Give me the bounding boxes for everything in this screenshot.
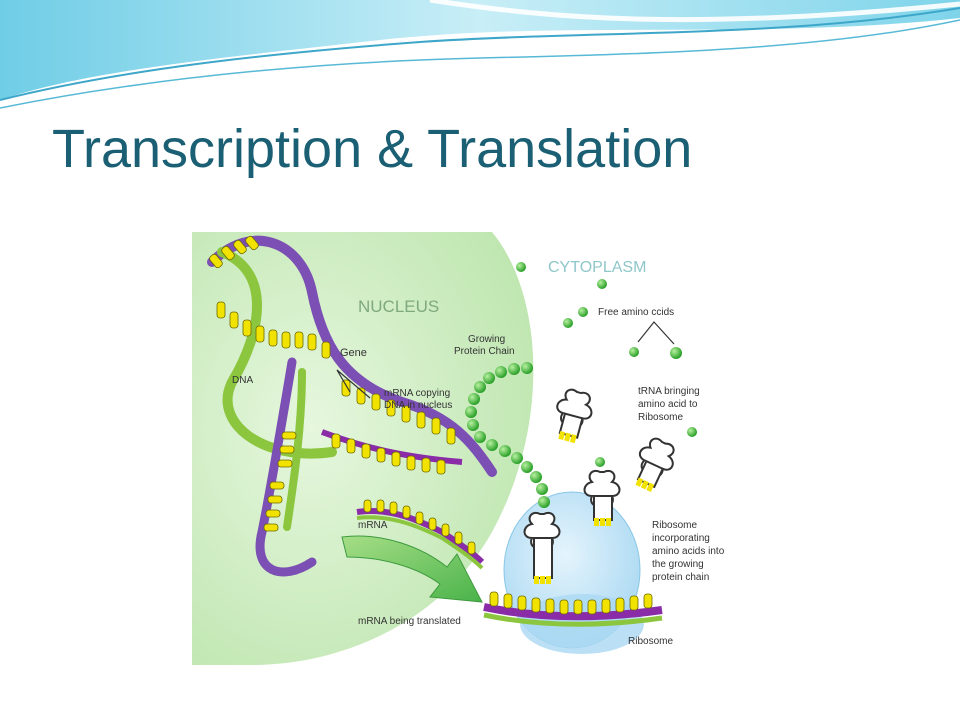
label-mrna-copying: mRNA copying (384, 388, 450, 399)
trna-molecule (523, 512, 561, 584)
label-free-amino-acids: Free amino ccids (598, 307, 674, 318)
label-ribosome-incorporating-2: incorporating (652, 533, 710, 544)
dna-helix (207, 235, 497, 577)
label-trna-2: amino acid to (638, 399, 698, 410)
label-dna: DNA (232, 375, 253, 386)
label-trna-3: Ribosome (638, 412, 683, 423)
ribosome (503, 491, 644, 654)
gene-pointer (336, 369, 371, 399)
protein-chain (465, 362, 550, 508)
label-cytoplasm: CYTOPLASM (548, 259, 646, 276)
trna-molecule (635, 437, 675, 492)
label-ribosome-incorporating-3: amino acids into (652, 546, 725, 557)
transcription-translation-diagram: CYTOPLASM NUCLEUS Free amino ccids Growi… (192, 232, 744, 665)
mrna-translated-strand (483, 591, 663, 627)
label-ribosome: Ribosome (628, 636, 673, 647)
trna-molecule (556, 388, 593, 444)
amino-pointer (637, 321, 675, 345)
label-protein-chain: Protein Chain (454, 346, 515, 357)
label-growing: Growing (468, 334, 505, 345)
trna-molecule (583, 470, 621, 526)
label-dna-in-nucleus: DNA in nucleus (384, 400, 452, 411)
label-ribosome-incorporating-1: Ribosome (652, 520, 697, 531)
label-nucleus: NUCLEUS (358, 297, 439, 316)
label-ribosome-incorporating-5: protein chain (652, 572, 709, 583)
mrna-strand (356, 499, 485, 570)
mrna-copy-strand (320, 429, 463, 475)
label-trna-1: tRNA bringing (638, 386, 700, 397)
label-ribosome-incorporating-4: the growing (652, 559, 704, 570)
label-mrna-being-translated: mRNA being translated (358, 616, 461, 627)
free-amino-acids (516, 262, 697, 467)
translation-arrow (341, 535, 483, 603)
label-mrna: mRNA (358, 520, 388, 531)
header-wave-decoration (0, 0, 960, 109)
label-gene: Gene (340, 347, 367, 359)
slide-title: Transcription & Translation (52, 119, 693, 179)
